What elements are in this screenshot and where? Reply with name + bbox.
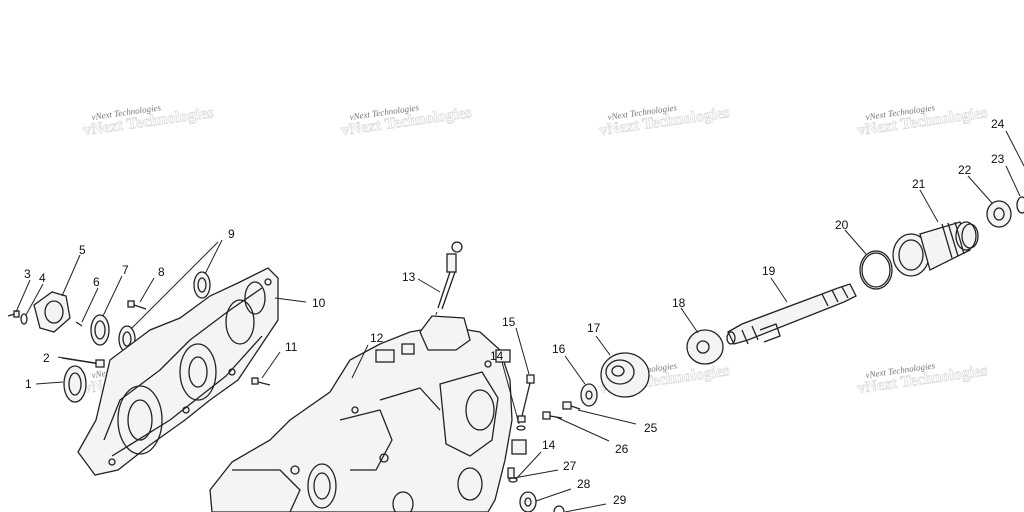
callout-7: 7 xyxy=(122,263,129,277)
part-12-transmission-case xyxy=(209,315,527,512)
part-5-cover-plate xyxy=(33,291,71,333)
callout-2: 2 xyxy=(43,351,50,365)
callout-12: 12 xyxy=(370,331,384,345)
callout-16: 16 xyxy=(552,342,566,356)
callout-15: 15 xyxy=(502,315,516,329)
leader-2 xyxy=(57,356,97,364)
leader-7 xyxy=(102,275,123,317)
callout-19: 19 xyxy=(762,264,776,278)
leader-13 xyxy=(417,278,441,293)
callout-17: 17 xyxy=(587,321,601,335)
leader-6 xyxy=(81,287,99,323)
part-25-screw xyxy=(562,401,581,410)
leader-5 xyxy=(61,254,81,297)
leader-10 xyxy=(274,297,307,303)
leader-29 xyxy=(564,503,607,512)
callout-5: 5 xyxy=(79,243,86,257)
leader-28 xyxy=(535,488,572,502)
leader-22 xyxy=(967,175,993,204)
part-6-pin xyxy=(75,321,83,327)
callout-6: 6 xyxy=(93,275,100,289)
callout-labels: 1 2 3 4 5 6 7 8 9 10 11 12 13 14 14 15 1… xyxy=(24,117,1005,507)
callout-24: 24 xyxy=(991,117,1005,131)
leader-23 xyxy=(1005,165,1021,197)
part-2-bolt xyxy=(61,357,105,368)
part-15-bolt xyxy=(517,374,535,423)
part-23-ring xyxy=(1016,196,1024,214)
part-27-pin xyxy=(507,467,515,479)
leader-9b xyxy=(130,241,219,330)
part-14-washer-upper xyxy=(516,425,526,431)
part-17-gear xyxy=(600,352,650,398)
part-19-shaft xyxy=(726,283,857,345)
callout-11: 11 xyxy=(285,340,298,354)
leader-27 xyxy=(513,469,559,479)
leader-21 xyxy=(919,189,939,223)
callout-14: 14 xyxy=(542,438,556,452)
callout-10: 10 xyxy=(312,296,326,310)
part-7-seal xyxy=(90,314,110,346)
leader-17 xyxy=(595,335,611,356)
part-20-snap-ring xyxy=(859,250,893,290)
leader-8 xyxy=(139,277,155,303)
watermark: vNext Technologies vNext Technologies xyxy=(598,102,731,139)
part-18-washer xyxy=(686,329,724,365)
callout-27: 27 xyxy=(563,459,577,473)
callout-23: 23 xyxy=(991,152,1005,166)
leader-lines xyxy=(15,130,1024,512)
leader-25 xyxy=(577,409,637,425)
leader-26 xyxy=(555,416,610,442)
part-9-seal-upper xyxy=(193,271,211,299)
part-22-bearing xyxy=(986,200,1012,228)
watermark: vNext Technologies vNext Technologies xyxy=(340,102,473,139)
callout-4: 4 xyxy=(39,271,46,285)
watermark: vNext Technologies vNext Technologies xyxy=(82,102,215,139)
callout-8: 8 xyxy=(158,265,165,279)
callout-26: 26 xyxy=(615,442,629,456)
leader-18 xyxy=(680,307,699,334)
part-1-seal xyxy=(63,365,87,403)
leader-14a xyxy=(501,361,520,425)
callout-13: 13 xyxy=(402,270,416,284)
callout-25: 25 xyxy=(644,421,658,435)
part-21-hub xyxy=(892,221,979,277)
leader-16 xyxy=(564,355,586,385)
callout-3: 3 xyxy=(24,267,31,281)
leader-1 xyxy=(35,381,64,385)
watermark: vNext Technologies vNext Technologies xyxy=(856,102,989,139)
leader-12 xyxy=(351,344,369,379)
watermark: vNext Technologies vNext Technologies xyxy=(856,360,989,397)
leader-3 xyxy=(15,279,31,313)
callout-18: 18 xyxy=(672,296,686,310)
callout-9: 9 xyxy=(228,227,235,241)
part-10-side-cover xyxy=(77,267,279,476)
leader-9a xyxy=(204,239,223,275)
part-16-washer xyxy=(580,383,598,407)
callout-21: 21 xyxy=(912,177,926,191)
leader-20 xyxy=(844,229,867,255)
callout-20: 20 xyxy=(835,218,849,232)
part-4-o-ring xyxy=(20,313,28,325)
leader-19 xyxy=(770,277,788,303)
part-11-dowel xyxy=(251,377,271,386)
part-29-ring xyxy=(553,505,565,512)
callout-14: 14 xyxy=(490,349,504,363)
callout-1: 1 xyxy=(25,377,32,391)
callout-28: 28 xyxy=(577,477,591,491)
leader-15 xyxy=(515,327,530,375)
part-8-bolt xyxy=(127,300,147,310)
callout-29: 29 xyxy=(613,493,627,507)
part-28-bushing xyxy=(519,491,537,512)
leader-4 xyxy=(25,283,44,316)
callout-22: 22 xyxy=(958,163,972,177)
leader-14b xyxy=(515,451,542,480)
part-3-screw xyxy=(7,310,20,318)
leader-11 xyxy=(261,351,281,379)
leader-24 xyxy=(1005,130,1024,167)
